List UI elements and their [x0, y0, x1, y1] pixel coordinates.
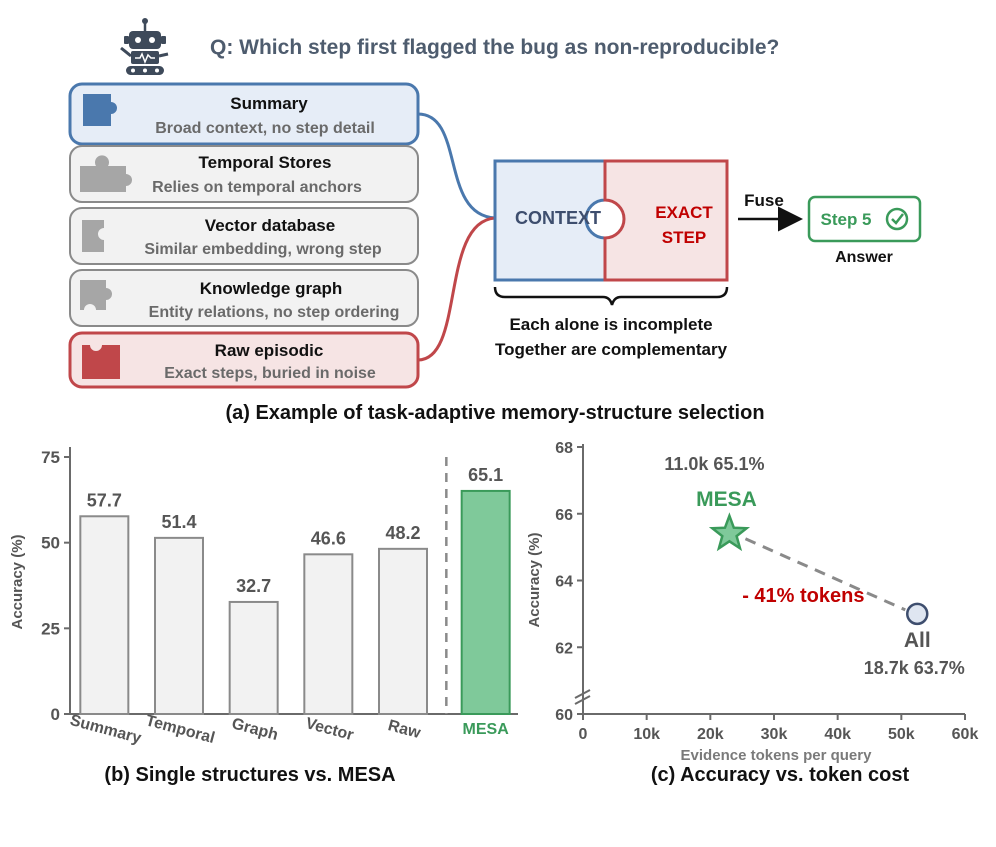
x-tick-label: 30k: [761, 726, 788, 743]
x-tick-label: 60k: [952, 726, 979, 743]
y-tick-label: 60: [555, 707, 573, 724]
memory-card-knowledge-graph: Knowledge graph Entity relations, no ste…: [69, 269, 419, 327]
x-tick-label: 50k: [888, 726, 915, 743]
x-tick-label: Summary: [68, 712, 143, 747]
context-piece: CONTEXT: [493, 159, 607, 282]
axis-break-icon: [574, 689, 591, 705]
card-title: Vector database: [205, 216, 335, 235]
memory-card-temporal-stores: Temporal Stores Relies on temporal ancho…: [69, 145, 419, 203]
bar-value-label: 46.6: [311, 528, 346, 548]
y-tick-label: 50: [41, 534, 60, 553]
context-label: CONTEXT: [515, 208, 601, 228]
card-title: Raw episodic: [215, 341, 324, 360]
puzzle-piece-icon: [80, 155, 132, 192]
bar-raw: [378, 547, 428, 715]
puzzle-piece-icon: [83, 94, 117, 126]
y-tick-label: 0: [51, 705, 60, 724]
bar-mesa: [460, 489, 511, 716]
x-tick-label: 40k: [824, 726, 851, 743]
fuse-label: Fuse: [744, 191, 784, 210]
y-tick-label: 62: [555, 640, 573, 657]
bar-graph: [228, 600, 279, 715]
scatter-chart: Accuracy (%) Evidence tokens per query 6…: [526, 440, 978, 764]
bar-value-label: 48.2: [385, 523, 420, 543]
x-tick-label: MESA: [463, 721, 510, 738]
caption-b: (b) Single structures vs. MESA: [104, 764, 395, 786]
mesa-point-note: 11.0k 65.1%: [664, 454, 764, 474]
y-tick-label: 64: [555, 574, 573, 591]
puzzle-piece-icon: [82, 345, 120, 379]
curly-brace: [493, 286, 729, 306]
y-tick-label: 66: [555, 507, 573, 524]
bar-value-label: 57.7: [87, 490, 122, 510]
puzzle-piece-icon: [80, 280, 112, 310]
card-subtitle: Relies on temporal anchors: [152, 179, 362, 196]
puzzle-piece-icon: [82, 220, 104, 252]
caption-a: (a) Example of task-adaptive memory-stru…: [225, 402, 764, 424]
scatter-xlabel: Evidence tokens per query: [681, 747, 873, 764]
question-text: Q: Which step first flagged the bug as n…: [210, 36, 779, 59]
x-tick-label: 20k: [697, 726, 724, 743]
x-tick-label: Vector: [304, 715, 356, 744]
bar-value-label: 51.4: [161, 512, 196, 532]
memory-card-raw-episodic: Raw episodic Exact steps, buried in nois…: [68, 331, 420, 389]
all-point-note: 18.7k 63.7%: [864, 658, 965, 678]
card-title: Summary: [230, 94, 308, 113]
bar-vector: [303, 553, 354, 715]
answer-label: Step 5: [820, 210, 871, 229]
card-subtitle: Entity relations, no step ordering: [149, 304, 400, 321]
token-savings-annotation: - 41% tokens: [742, 585, 864, 607]
card-subtitle: Exact steps, buried in noise: [164, 365, 376, 382]
robot-icon: [120, 18, 169, 75]
bar-value-label: 65.1: [468, 465, 503, 485]
bar-ylabel: Accuracy (%): [9, 534, 26, 629]
x-tick-label: 10k: [633, 726, 660, 743]
bar-summary: [79, 515, 130, 715]
check-circle-icon: [885, 207, 909, 231]
x-tick-label: 0: [579, 726, 588, 743]
bar-value-label: 32.7: [236, 576, 271, 596]
y-tick-label: 68: [555, 440, 573, 457]
memory-card-summary: Summary Broad context, no step detail: [68, 82, 420, 146]
summary-connector: [417, 112, 496, 220]
exact-label: EXACT: [655, 203, 713, 222]
bar-temporal: [154, 536, 204, 715]
x-tick-label: Raw: [386, 717, 423, 742]
trend-line: [744, 537, 906, 612]
card-subtitle: Similar embedding, wrong step: [144, 241, 382, 258]
x-tick-label: Temporal: [144, 712, 217, 747]
caption-c: (c) Accuracy vs. token cost: [651, 764, 910, 786]
x-tick-label: Graph: [230, 715, 280, 744]
card-title: Knowledge graph: [200, 279, 343, 298]
y-tick-label: 25: [41, 619, 60, 638]
all-circle-marker: [906, 602, 929, 626]
raw-connector: [417, 216, 496, 362]
card-subtitle: Broad context, no step detail: [155, 120, 375, 137]
exact-step-piece: EXACT STEP: [603, 159, 729, 282]
answer-caption: Answer: [835, 249, 893, 266]
answer-box: Step 5: [807, 195, 922, 243]
step-label: STEP: [662, 228, 706, 247]
scatter-ylabel: Accuracy (%): [526, 532, 543, 627]
y-tick-label: 75: [41, 448, 60, 467]
mesa-star-marker: [708, 512, 751, 552]
all-point-name: All: [904, 629, 931, 652]
card-title: Temporal Stores: [199, 153, 332, 172]
brace-note-line2: Together are complementary: [495, 340, 728, 359]
mesa-point-name: MESA: [696, 488, 757, 511]
brace-note-line1: Each alone is incomplete: [509, 315, 712, 334]
memory-card-vector-database: Vector database Similar embedding, wrong…: [69, 207, 419, 265]
